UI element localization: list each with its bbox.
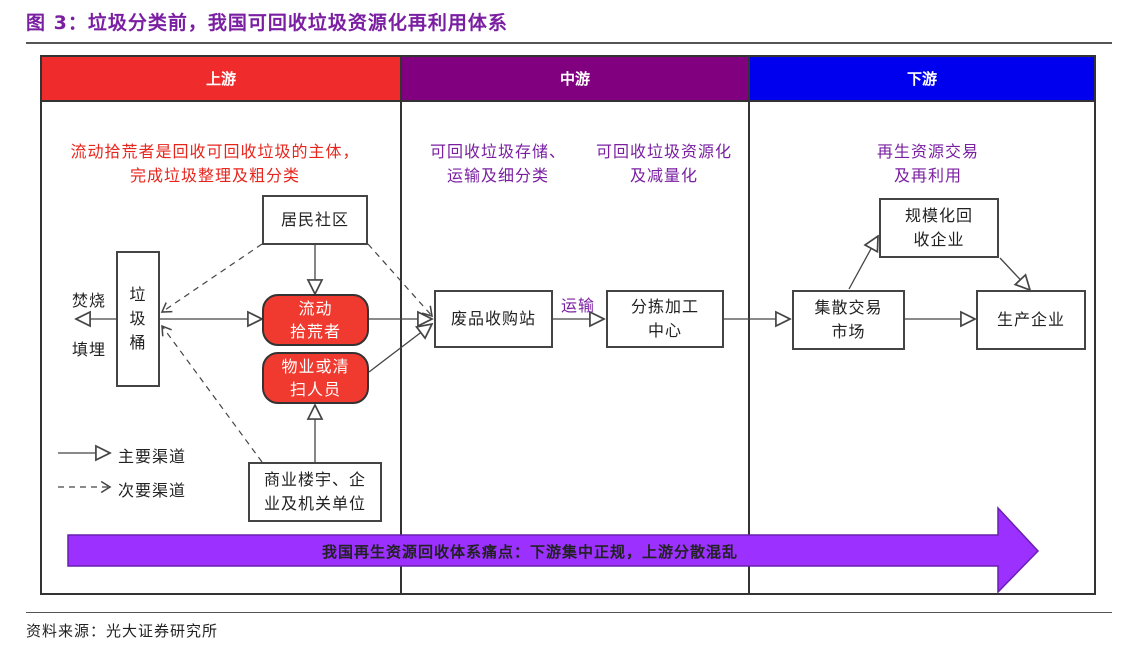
banner-arrow xyxy=(67,506,1040,594)
downstream-header: 下游 xyxy=(750,57,1094,102)
downstream-note: 再生资源交易 及再利用 xyxy=(848,140,1008,188)
figure-title: 图 3：垃圾分类前，我国可回收垃圾资源化再利用体系 xyxy=(26,12,508,34)
downstream-note-line1: 再生资源交易 xyxy=(876,142,979,161)
scavenger-line1: 流动 xyxy=(298,299,333,318)
bin-char-1: 垃 xyxy=(129,285,147,304)
top-rule xyxy=(26,42,1112,44)
transport-label: 运输 xyxy=(561,296,596,315)
midstream-note2-line2: 及减量化 xyxy=(629,166,698,185)
cleaner-line1: 物业或清 xyxy=(281,357,350,376)
burn-label: 焚烧 xyxy=(72,291,107,310)
trading-market-node: 集散交易 市场 xyxy=(792,290,905,350)
legend-main-label: 主要渠道 xyxy=(118,447,187,466)
upstream-note-line2: 完成垃圾整理及粗分类 xyxy=(129,166,300,185)
commercial-line1: 商业楼宇、企 xyxy=(263,470,366,489)
midstream-note1-line1: 可回收垃圾存储、 xyxy=(429,142,566,161)
banner-text: 我国再生资源回收体系痛点：下游集中正规，上游分散混乱 xyxy=(321,543,738,561)
upstream-note-line1: 流动拾荒者是回收可回收垃圾的主体， xyxy=(70,142,360,161)
legend-secondary-label: 次要渠道 xyxy=(118,481,187,500)
commercial-node: 商业楼宇、企 业及机关单位 xyxy=(248,462,382,522)
midstream-panel: 中游 xyxy=(400,55,750,595)
midstream-note-2: 可回收垃圾资源化 及减量化 xyxy=(584,140,744,188)
bottom-rule xyxy=(26,612,1112,613)
sorting-center-node: 分拣加工 中心 xyxy=(606,290,724,348)
midstream-note1-line2: 运输及细分类 xyxy=(446,166,549,185)
producer-node: 生产企业 xyxy=(976,290,1086,350)
scavenger-line2: 拾荒者 xyxy=(289,322,341,341)
recycling-station-node: 废品收购站 xyxy=(434,290,553,348)
scavenger-node: 流动 拾荒者 xyxy=(262,294,369,346)
scale-line2: 收企业 xyxy=(913,230,965,249)
market-line2: 市场 xyxy=(831,322,866,341)
upstream-header-label: 上游 xyxy=(205,70,236,88)
midstream-header-label: 中游 xyxy=(559,70,590,88)
bin-char-3: 桶 xyxy=(129,333,147,352)
midstream-note2-line1: 可回收垃圾资源化 xyxy=(595,142,732,161)
upstream-note: 流动拾荒者是回收可回收垃圾的主体， 完成垃圾整理及粗分类 xyxy=(50,140,380,188)
upstream-header: 上游 xyxy=(42,57,400,102)
garbage-bin-node: 垃 圾 桶 xyxy=(116,251,160,387)
scale-enterprise-node: 规模化回 收企业 xyxy=(879,198,999,258)
community-node: 居民社区 xyxy=(262,195,368,245)
commercial-line2: 业及机关单位 xyxy=(263,494,366,513)
downstream-panel: 下游 xyxy=(748,55,1096,595)
scale-line1: 规模化回 xyxy=(904,206,973,225)
source-note: 资料来源：光大证券研究所 xyxy=(26,622,219,640)
bin-char-2: 圾 xyxy=(129,309,147,328)
cleaner-node: 物业或清 扫人员 xyxy=(262,352,369,404)
midstream-note-1: 可回收垃圾存储、 运输及细分类 xyxy=(418,140,578,188)
market-line1: 集散交易 xyxy=(814,298,883,317)
sorting-line1: 分拣加工 xyxy=(630,297,699,316)
landfill-label: 填埋 xyxy=(72,340,107,359)
downstream-note-line2: 及再利用 xyxy=(893,166,962,185)
cleaner-line2: 扫人员 xyxy=(289,380,341,399)
downstream-header-label: 下游 xyxy=(906,70,937,88)
midstream-header: 中游 xyxy=(402,57,748,102)
sorting-line2: 中心 xyxy=(647,321,682,340)
